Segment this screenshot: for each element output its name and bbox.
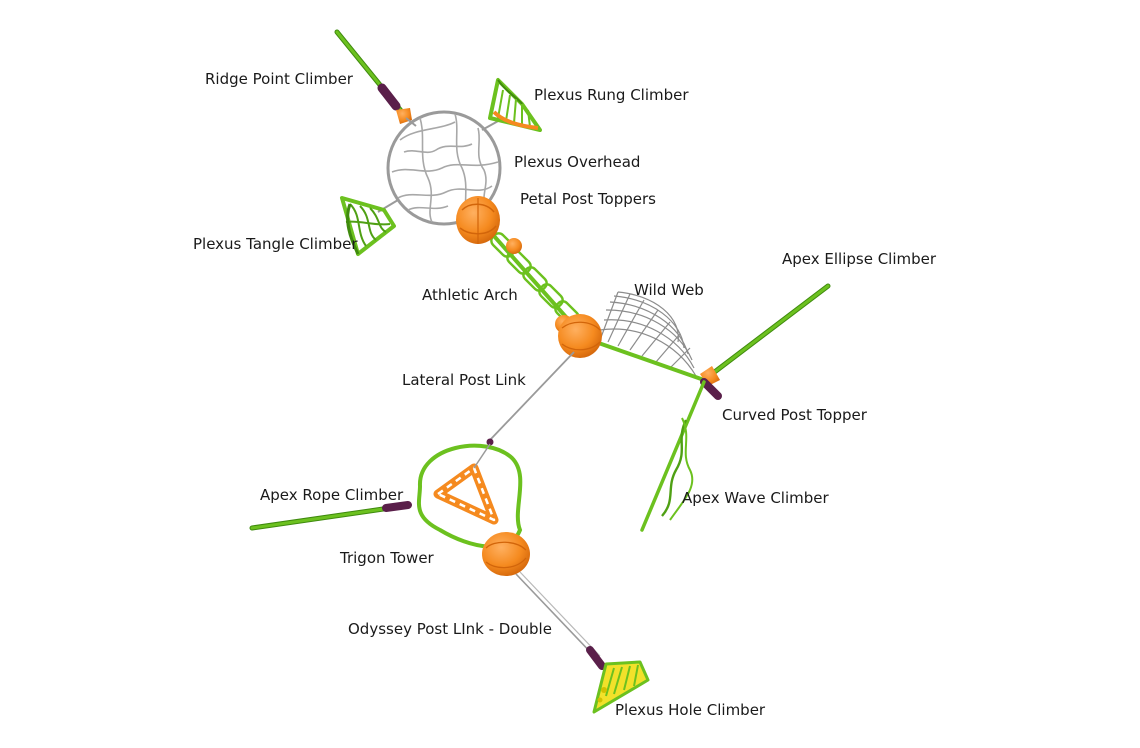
label-curved-post-topper: Curved Post Topper xyxy=(722,406,867,424)
label-plexus-overhead: Plexus Overhead xyxy=(514,153,640,171)
label-plexus-rung-climber: Plexus Rung Climber xyxy=(534,86,689,104)
wild-web xyxy=(600,292,696,376)
label-petal-post-toppers: Petal Post Toppers xyxy=(520,190,656,208)
label-odyssey-post-link-double: Odyssey Post LInk - Double xyxy=(348,620,552,638)
label-athletic-arch: Athletic Arch xyxy=(422,286,518,304)
odyssey-post-link-double xyxy=(516,572,600,658)
label-plexus-hole-climber: Plexus Hole Climber xyxy=(615,701,765,719)
label-wild-web: Wild Web xyxy=(634,281,704,299)
label-apex-ellipse-climber: Apex Ellipse Climber xyxy=(782,250,936,268)
trigon-tower xyxy=(419,444,520,547)
petal-post-topper-lower xyxy=(482,532,530,576)
label-apex-rope-climber: Apex Rope Climber xyxy=(260,486,403,504)
label-trigon-tower: Trigon Tower xyxy=(340,549,434,567)
label-ridge-point-climber: Ridge Point Climber xyxy=(205,70,353,88)
label-plexus-tangle-climber: Plexus Tangle Climber xyxy=(193,235,358,253)
petal-post-topper-center xyxy=(555,314,602,358)
petal-post-topper-top xyxy=(456,196,500,244)
apex-ellipse-climber xyxy=(704,286,828,380)
apex-wave-climber xyxy=(642,382,704,530)
label-apex-wave-climber: Apex Wave Climber xyxy=(682,489,829,507)
lateral-post-link xyxy=(487,352,575,446)
label-lateral-post-link: Lateral Post Link xyxy=(402,371,526,389)
arm-to-right-post xyxy=(590,340,704,380)
apex-rope-climber xyxy=(252,505,408,528)
